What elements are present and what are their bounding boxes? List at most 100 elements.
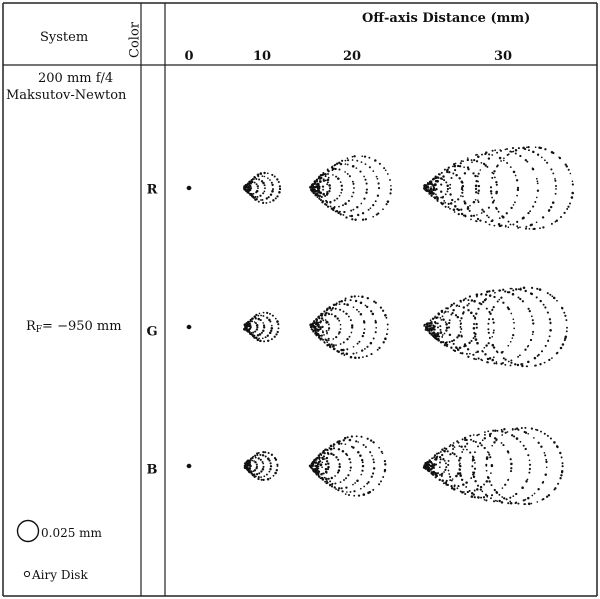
- spot-dot: [535, 196, 538, 199]
- spot-dot: [485, 298, 487, 300]
- spot-dot: [491, 176, 494, 179]
- spot-dot: [432, 192, 435, 195]
- spot-dot: [525, 225, 528, 228]
- spot-dot: [377, 187, 381, 190]
- spot-dot: [492, 172, 495, 175]
- spot-dot: [472, 434, 475, 436]
- spot-dot: [557, 482, 560, 485]
- spot-dot: [564, 314, 567, 317]
- spot-dot: [462, 448, 465, 451]
- spot-dot: [384, 337, 387, 341]
- spot-dot: [474, 480, 477, 483]
- spot-dot: [245, 322, 249, 326]
- spot-dot: [340, 184, 343, 187]
- spot-dot: [441, 340, 445, 344]
- spot-dot: [540, 430, 542, 433]
- spot-dot: [472, 322, 476, 326]
- spot-dot: [510, 361, 513, 364]
- spot-dot: [559, 346, 563, 350]
- spot-dot: [260, 470, 263, 473]
- spot-dot: [461, 438, 464, 441]
- spot-dot: [318, 197, 321, 200]
- spot-dot: [330, 343, 333, 346]
- spot-dot: [326, 178, 330, 182]
- spot-dot: [544, 159, 546, 162]
- spot-dot: [564, 163, 567, 166]
- spot-dot: [424, 188, 427, 192]
- spot-dot: [351, 218, 354, 221]
- spot-dot: [472, 475, 476, 479]
- spot-dot: [325, 456, 329, 460]
- spot-dot: [530, 223, 534, 226]
- spot-dot: [452, 165, 454, 168]
- spot-dot: [521, 486, 524, 489]
- spot-dot: [527, 211, 530, 215]
- spot-dot: [321, 185, 325, 188]
- spot-dot: [325, 330, 328, 332]
- spot-dot: [486, 361, 489, 364]
- spot-dot: [277, 327, 280, 330]
- spot-dot: [486, 357, 490, 361]
- spot-blue-field-2: [308, 435, 387, 497]
- spot-dot: [278, 185, 282, 188]
- spot-dot: [347, 159, 350, 162]
- spot-dot: [323, 476, 326, 479]
- spot-dot: [358, 340, 361, 343]
- spot-dot: [462, 160, 464, 163]
- spot-dot: [317, 454, 321, 457]
- spot-dot: [487, 331, 490, 334]
- spot-dot: [513, 435, 516, 438]
- spot-dot: [509, 500, 512, 503]
- spot-dot: [244, 327, 248, 330]
- spot-dot: [443, 168, 446, 171]
- spot-dot: [372, 215, 375, 218]
- spot-dot: [374, 321, 378, 324]
- spot-red-field-2: [309, 155, 393, 222]
- spot-dot: [451, 444, 455, 447]
- spot-dot: [340, 348, 343, 352]
- spot-dot: [565, 319, 568, 322]
- spot-dot: [366, 482, 369, 485]
- spot-dot: [517, 226, 520, 229]
- spot-dot: [480, 303, 483, 306]
- spot-dot: [550, 168, 553, 171]
- spot-dot: [517, 428, 520, 431]
- spot-dot: [452, 349, 455, 352]
- spot-dot: [516, 194, 518, 197]
- spot-dot: [324, 319, 327, 321]
- spot-dot: [463, 172, 467, 175]
- spot-dot: [262, 329, 265, 332]
- spot-dot: [322, 172, 325, 176]
- spot-dot: [512, 204, 515, 206]
- spot-dot: [509, 223, 512, 226]
- spot-dot: [429, 187, 433, 191]
- spot-dot: [262, 322, 265, 324]
- spot-dot: [276, 195, 279, 198]
- spot-dot: [426, 460, 430, 464]
- spot-dot: [459, 462, 461, 465]
- spot-dot: [258, 312, 261, 315]
- spot-dot: [551, 295, 554, 298]
- spot-dot: [527, 454, 530, 457]
- spot-dot: [249, 187, 253, 190]
- spot-dot: [342, 439, 345, 442]
- spot-dot: [514, 174, 517, 177]
- spot-dot: [315, 468, 319, 471]
- spot-dot: [473, 331, 476, 335]
- spot-dot: [510, 359, 513, 362]
- spot-dot: [472, 214, 476, 217]
- spot-dot: [469, 451, 472, 454]
- spot-dot: [536, 429, 539, 432]
- spot-dot: [468, 341, 471, 345]
- spot-dot: [514, 428, 517, 431]
- spot-dot: [332, 338, 335, 340]
- spot-dot: [267, 177, 269, 180]
- spot-dot: [490, 494, 494, 497]
- spot-dot: [466, 207, 470, 210]
- spot-dot: [550, 222, 553, 225]
- spot-dot: [458, 459, 461, 462]
- spot-dot: [441, 453, 444, 457]
- spot-dot: [264, 187, 266, 190]
- spot-dot: [332, 443, 335, 446]
- spot-dot: [485, 499, 488, 502]
